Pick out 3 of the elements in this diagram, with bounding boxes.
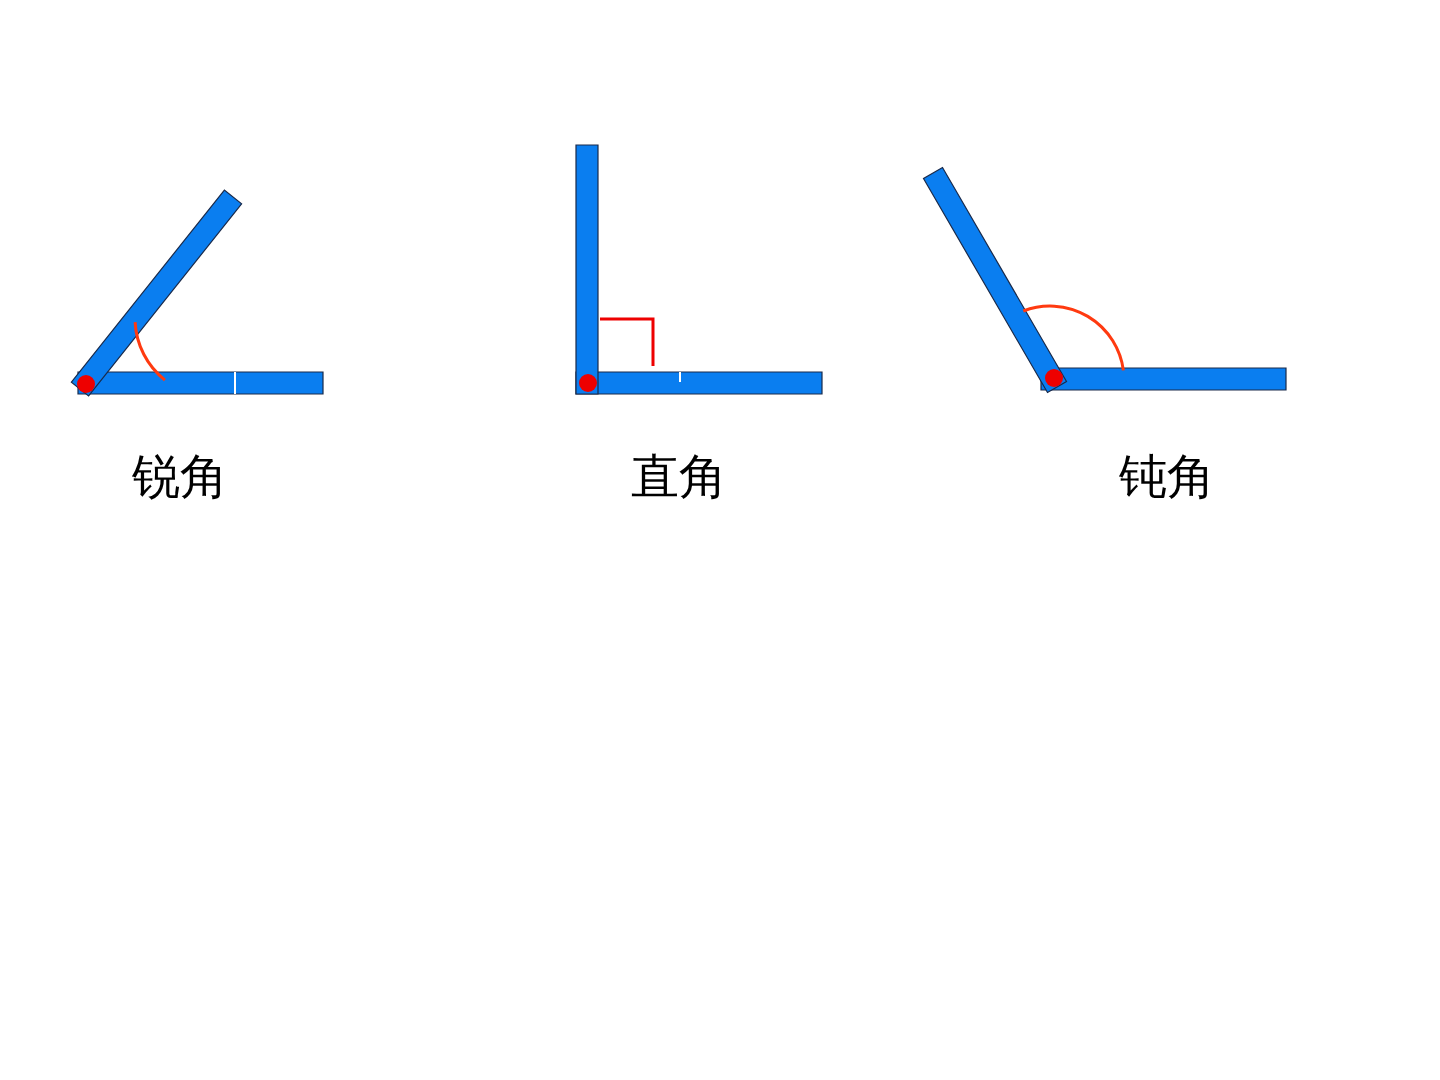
angle-label: 钝角 (1119, 452, 1215, 500)
angle-label: 锐角 (132, 452, 228, 500)
angle-label: 直角 (631, 452, 727, 500)
